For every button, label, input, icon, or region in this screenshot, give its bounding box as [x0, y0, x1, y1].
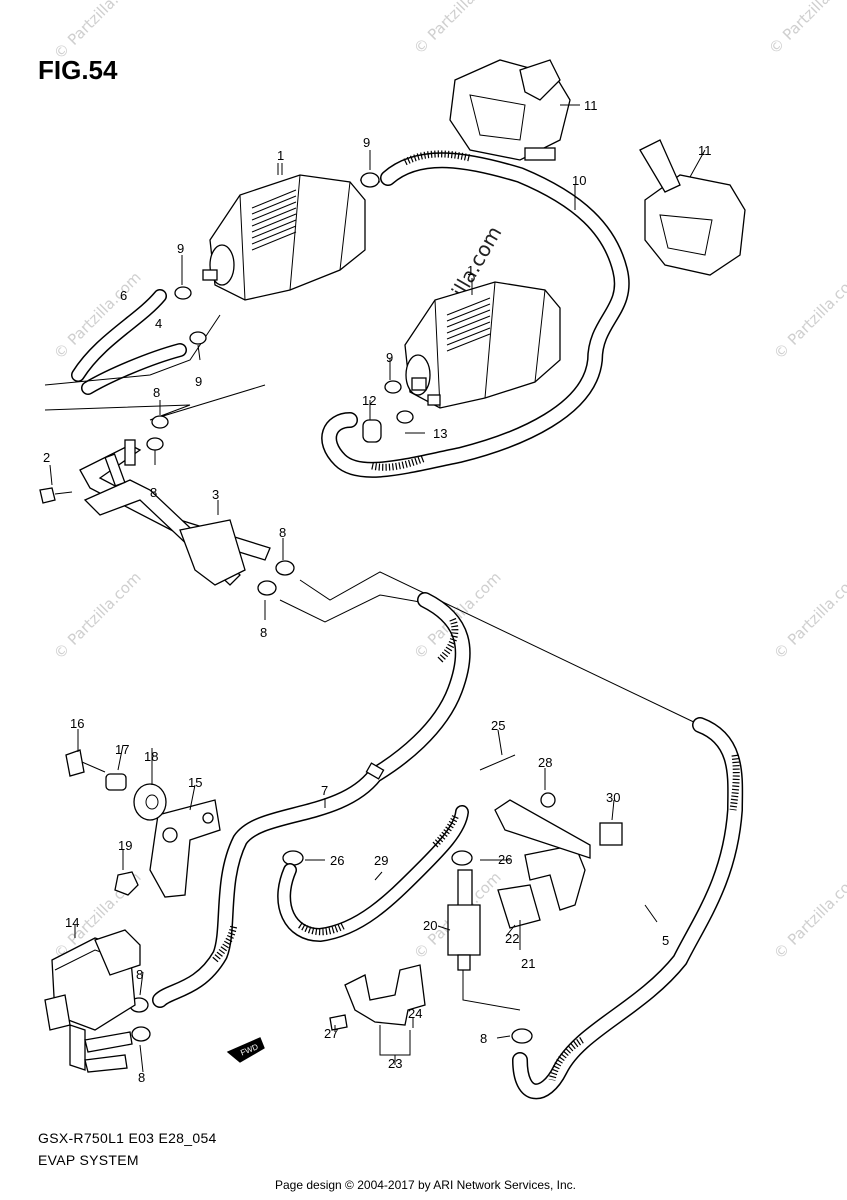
callout-8: 8 — [153, 385, 160, 400]
callout-26: 26 — [330, 853, 344, 868]
callout-9: 9 — [363, 135, 370, 150]
callout-12: 12 — [362, 393, 376, 408]
watermark-text: © Partzilla.com — [50, 0, 145, 63]
callout-9: 9 — [177, 241, 184, 256]
callout-8: 8 — [150, 485, 157, 500]
callout-6: 6 — [120, 288, 127, 303]
mounting-hardware — [65, 749, 167, 896]
callout-30: 30 — [606, 790, 620, 805]
bracket-15 — [149, 799, 221, 898]
watermark-text: © Partzilla.com — [765, 0, 847, 58]
bracket-11-right — [639, 139, 746, 276]
filter-20 — [447, 869, 521, 1011]
callout-28: 28 — [538, 755, 552, 770]
callout-4: 4 — [155, 316, 162, 331]
callout-14: 14 — [65, 915, 79, 930]
solenoid-valve-14 — [44, 929, 141, 1073]
callout-5: 5 — [662, 933, 669, 948]
callout-26: 26 — [498, 852, 512, 867]
hose-29 — [277, 805, 469, 942]
callout-22: 22 — [505, 931, 519, 946]
watermark-text: © Partzilla.com — [770, 868, 847, 963]
pipe-3 — [79, 439, 271, 586]
watermark-text: © Partzilla.com — [770, 568, 847, 663]
cap-12 — [362, 419, 382, 443]
copyright-notice: Page design © 2004-2017 by ARI Network S… — [275, 1178, 577, 1192]
section-name: EVAP SYSTEM — [38, 1152, 139, 1168]
hose-10 — [321, 150, 630, 478]
watermark-text: © Partzilla.com — [410, 0, 505, 58]
leader-lines — [44, 163, 701, 726]
callout-24: 24 — [408, 1006, 422, 1021]
callout-3: 3 — [212, 487, 219, 502]
watermark-text: © Partzilla.com — [770, 268, 847, 363]
callout-17: 17 — [115, 742, 129, 757]
callout-29: 29 — [374, 853, 388, 868]
callout-20: 20 — [423, 918, 437, 933]
clamp-23-24 — [329, 964, 426, 1056]
callout-25: 25 — [491, 718, 505, 733]
clamps — [129, 172, 533, 1044]
callout-7: 7 — [321, 783, 328, 798]
callout-8: 8 — [480, 1031, 487, 1046]
callouts: 1 1 2 3 4 5 6 7 8 8 8 8 8 8 8 9 9 9 9 10… — [43, 98, 712, 1085]
canister-1-top — [202, 174, 366, 301]
model-code: GSX-R750L1 E03 E28_054 — [38, 1130, 217, 1146]
hose-7 — [152, 592, 471, 1008]
bracket-11-top — [449, 59, 571, 161]
callout-9: 9 — [195, 374, 202, 389]
watermark-text: © Partzilla.com — [50, 568, 145, 663]
callout-18: 18 — [144, 749, 158, 764]
fwd-arrow: FWD — [226, 1037, 265, 1063]
canister-1-middle — [404, 281, 561, 409]
callout-27: 27 — [324, 1026, 338, 1041]
callout-2: 2 — [43, 450, 50, 465]
callout-leaders — [49, 104, 706, 1073]
callout-15: 15 — [188, 775, 202, 790]
clip-30 — [599, 822, 623, 846]
bracket-plate — [479, 754, 591, 859]
figure-title: FIG.54 — [38, 55, 118, 85]
callout-21: 21 — [521, 956, 535, 971]
callout-13: 13 — [433, 426, 447, 441]
callout-1: 1 — [277, 148, 284, 163]
callout-8: 8 — [279, 525, 286, 540]
callout-23: 23 — [388, 1056, 402, 1071]
hose-5 — [512, 717, 744, 1100]
callout-9: 9 — [386, 350, 393, 365]
callout-1: 1 — [467, 263, 474, 278]
hoses-4-6 — [71, 289, 187, 395]
callout-10: 10 — [572, 173, 586, 188]
callout-19: 19 — [118, 838, 132, 853]
callout-8: 8 — [260, 625, 267, 640]
callout-11: 11 — [584, 98, 598, 113]
bolt-2 — [39, 487, 73, 504]
callout-11: 11 — [698, 143, 712, 158]
callout-8: 8 — [136, 967, 143, 982]
callout-16: 16 — [70, 716, 84, 731]
callout-8: 8 — [138, 1070, 145, 1085]
